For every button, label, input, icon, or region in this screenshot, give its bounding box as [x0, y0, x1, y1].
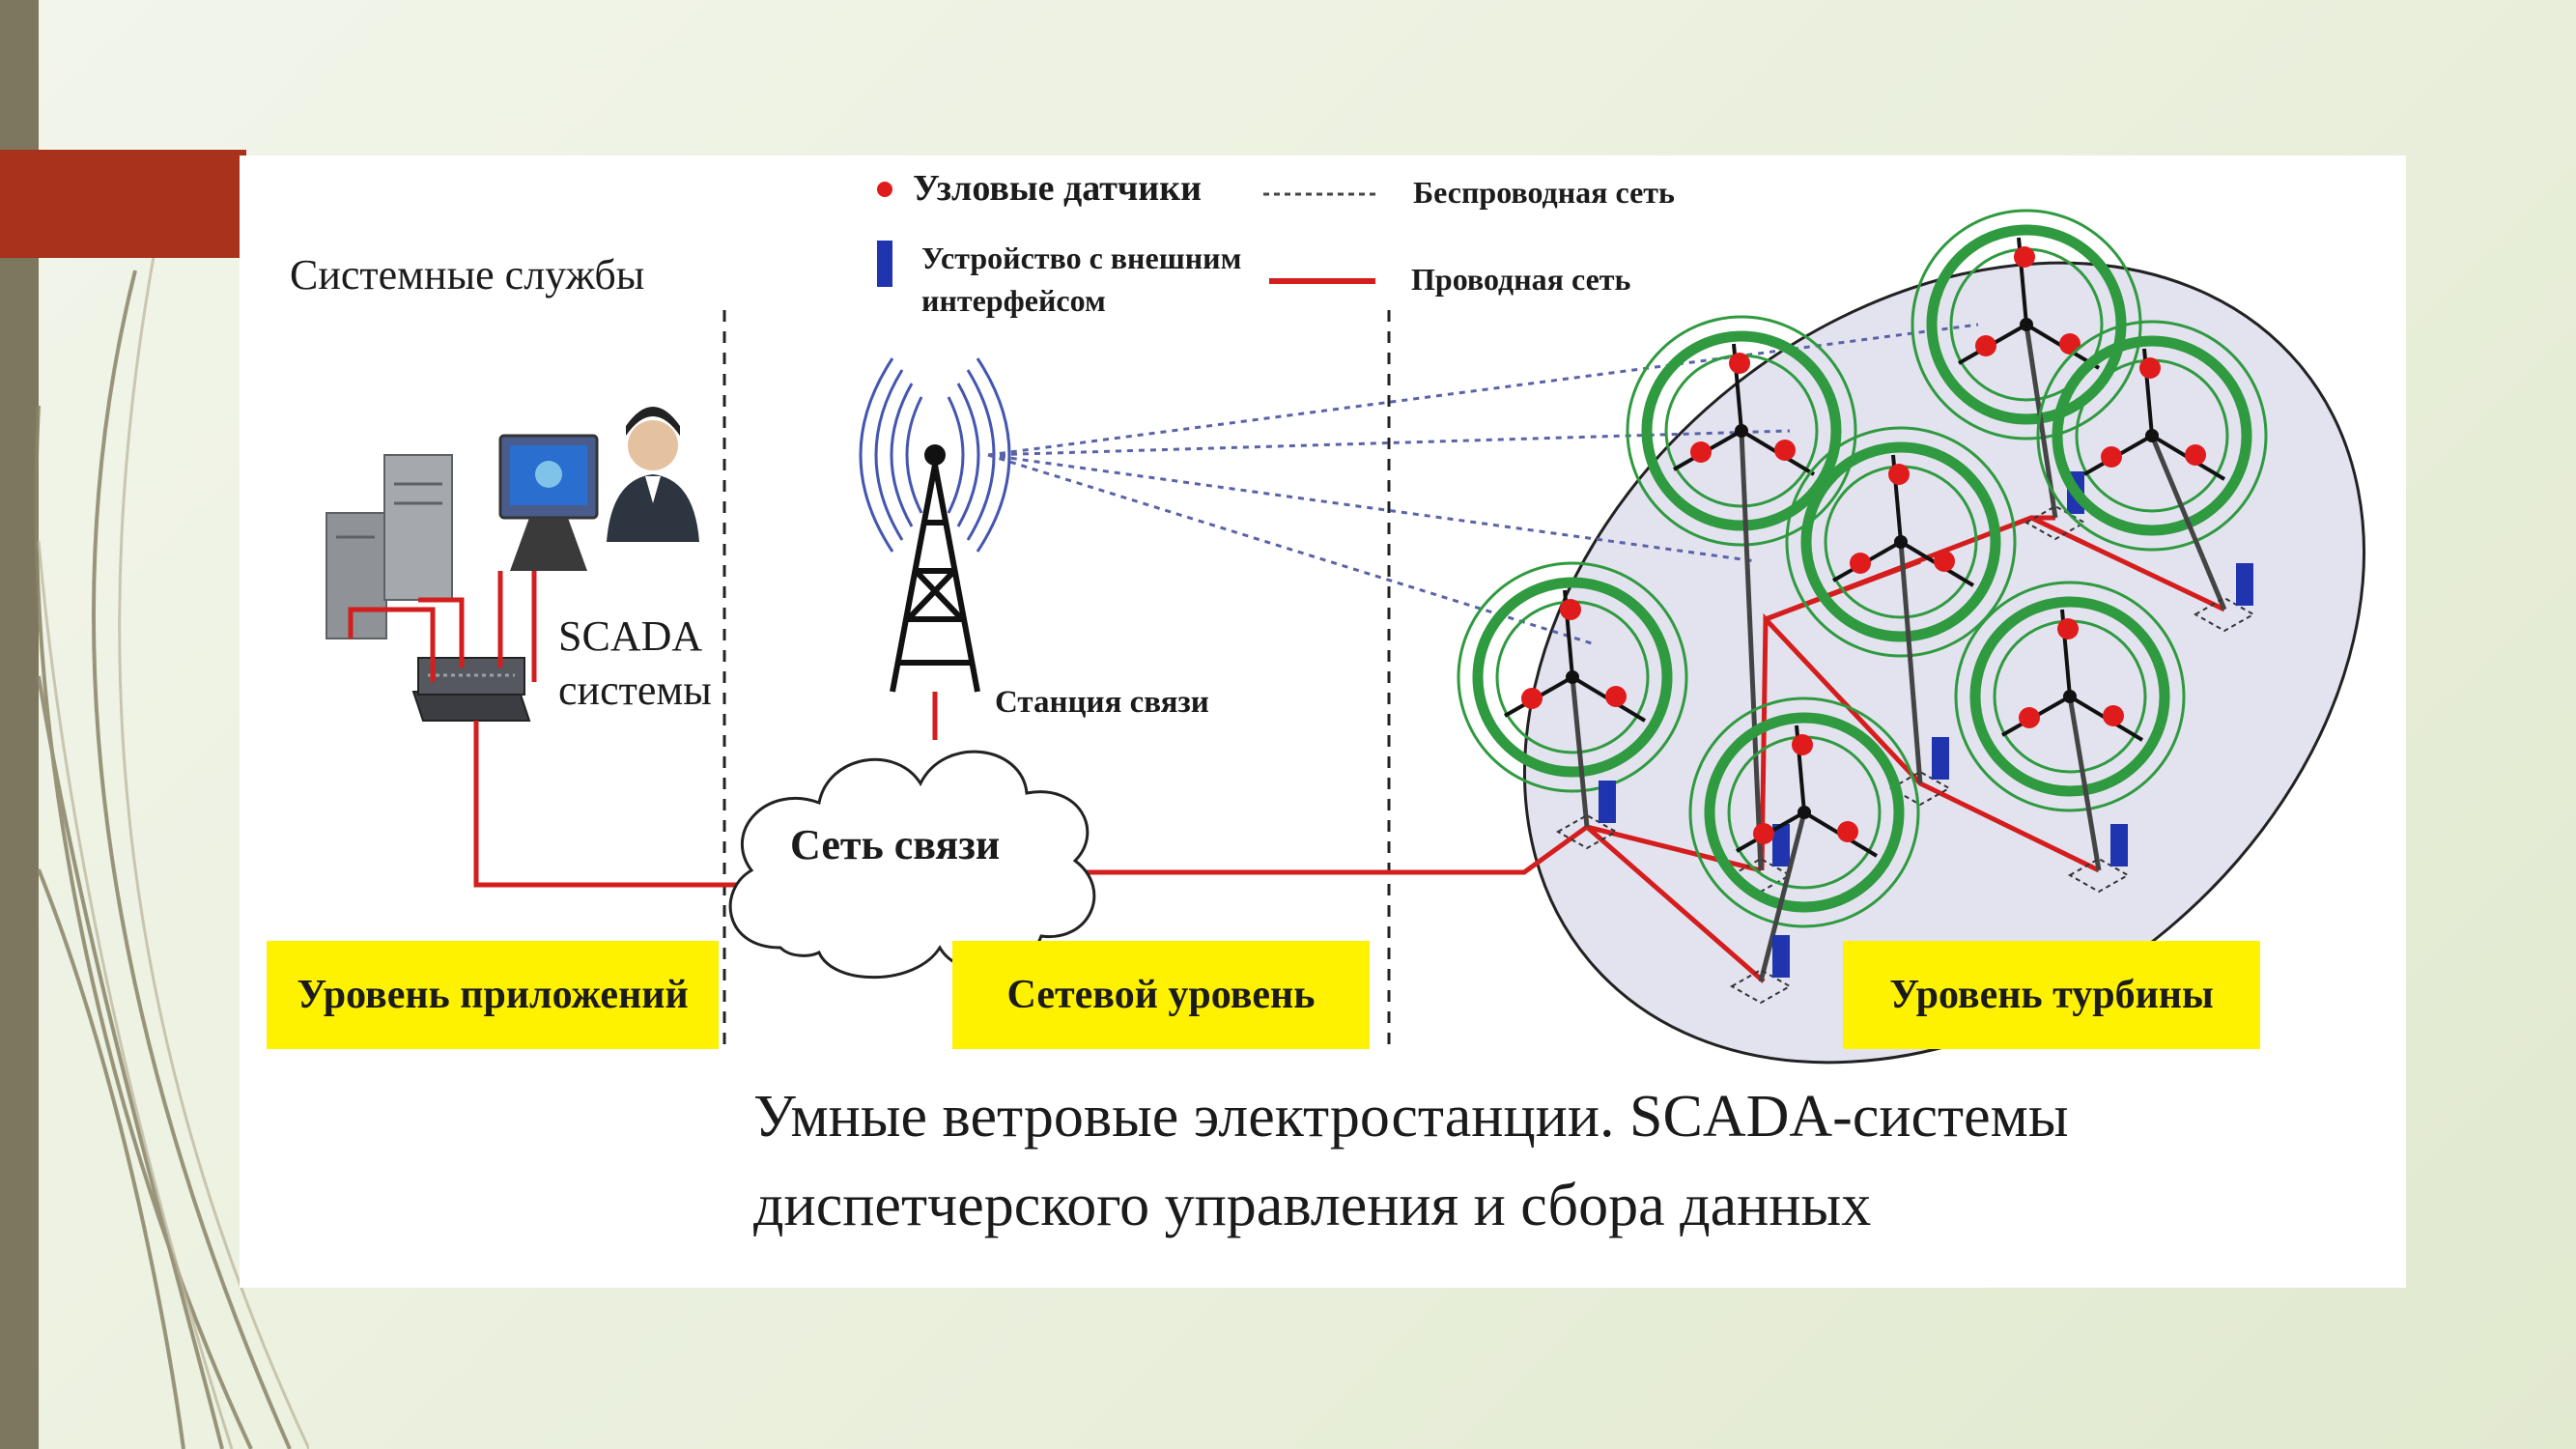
legend-device-icon: [877, 241, 892, 287]
cloud-icon: [728, 750, 1096, 980]
scada-label-line1: SCADA: [558, 612, 703, 660]
diagram-panel: Узловые датчики Устройство с внешним инт…: [240, 156, 2406, 1288]
level-application: Уровень приложений: [267, 941, 719, 1049]
legend-wireless-label: Беспроводная сеть: [1413, 175, 1675, 210]
slide-accent-rect: [0, 150, 246, 258]
turbine-7: [1954, 581, 2186, 894]
turbine-field-ellipse: [1523, 261, 2365, 1065]
scada-label-line2: системы: [558, 667, 712, 714]
monitor-icon: [498, 434, 599, 571]
turbine-3: [2036, 320, 2268, 633]
system-services-label: Системные службы: [290, 251, 645, 298]
network-switch-icon: [411, 657, 531, 722]
caption-line1: Умные ветровые электростанции. SCADA-сис…: [753, 1084, 2069, 1150]
turbine-5: [1457, 561, 1688, 850]
diagram-graphics: [326, 182, 2365, 1065]
wireless-links: [987, 323, 1979, 645]
wired-links-left: [348, 571, 1589, 888]
slide-decorative-curves: [34, 250, 309, 1449]
server-icon: [326, 454, 453, 639]
legend-sensor-label: Узловые датчики: [913, 168, 1202, 209]
turbine-6: [1688, 696, 1920, 1005]
legend-wired-label: Проводная сеть: [1411, 262, 1631, 297]
level-turbine: Уровень турбины: [1843, 941, 2260, 1049]
turbine-group: [1457, 209, 2268, 1005]
legend-device-label-line2: интерфейсом: [921, 283, 1106, 318]
caption-line2: диспетчерского управления и сбора данных: [753, 1173, 1872, 1238]
turbine-4: [1785, 426, 2017, 807]
operator-icon: [607, 407, 699, 542]
tower-icon: [859, 357, 1011, 693]
cloud-label: Сеть связи: [790, 821, 1001, 868]
level-network: Сетевой уровень: [952, 941, 1370, 1049]
legend-sensor-dot: [877, 182, 892, 197]
station-label: Станция связи: [995, 685, 1209, 720]
turbine-1: [1626, 315, 1857, 894]
legend-device-label-line1: Устройство с внешним: [921, 241, 1242, 275]
